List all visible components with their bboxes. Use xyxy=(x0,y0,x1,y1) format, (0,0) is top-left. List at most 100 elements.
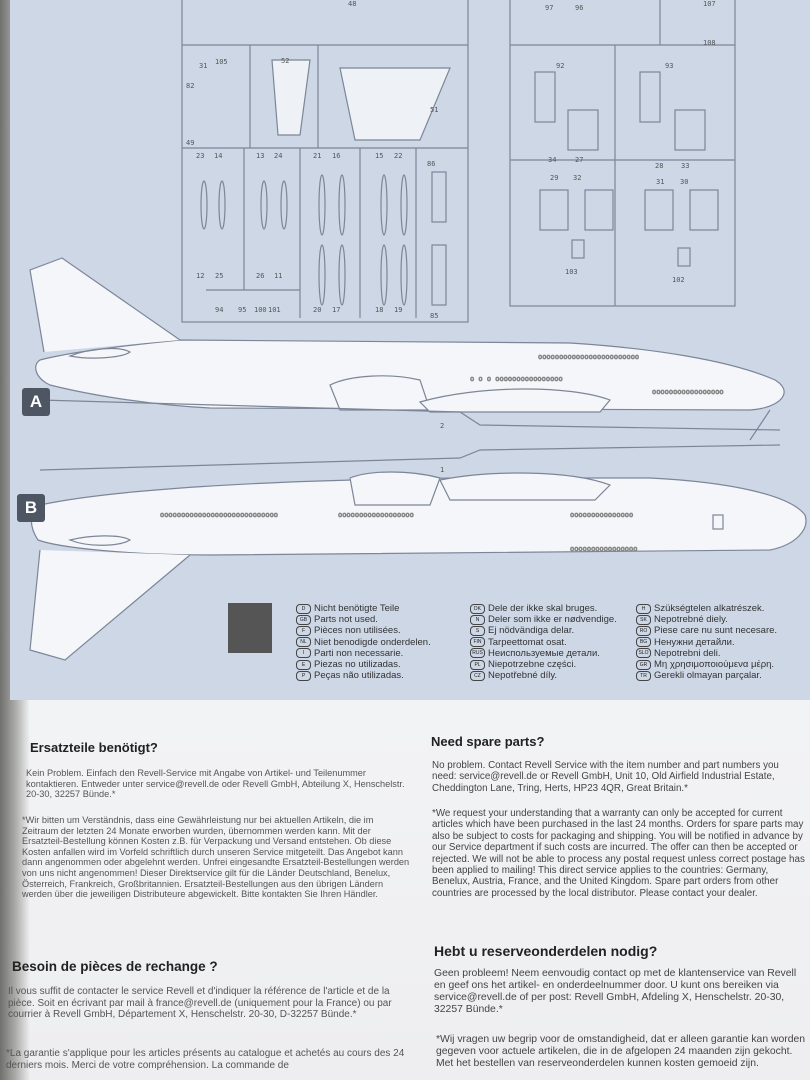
lang-text: Piezas no utilizadas. xyxy=(314,659,401,671)
language-flag-icon: P xyxy=(296,670,311,681)
section-badge-a: A xyxy=(22,388,50,416)
language-flag-icon: NL xyxy=(296,637,311,648)
lang-text: Parts not used. xyxy=(314,614,378,626)
svg-text:14: 14 xyxy=(214,152,222,160)
svg-text:oooooooooooooooooo: oooooooooooooooooo xyxy=(338,511,414,519)
lang-text: Tarpeettomat osat. xyxy=(488,636,567,648)
svg-text:28: 28 xyxy=(655,162,663,170)
language-flag-icon: FIN xyxy=(470,637,485,648)
unused-parts-swatch xyxy=(228,603,272,653)
language-flag-icon: GR xyxy=(636,659,651,670)
svg-text:ooooooooooooooo: ooooooooooooooo xyxy=(570,511,633,519)
spare-parts-text-en-2: *We request your understanding that a wa… xyxy=(432,808,805,899)
svg-text:102: 102 xyxy=(672,276,685,284)
lang-text: Nepotrebni deli. xyxy=(654,647,721,659)
svg-text:30: 30 xyxy=(680,178,688,186)
svg-text:94: 94 xyxy=(215,306,223,314)
lang-text: Gerekli olmayan parçalar. xyxy=(654,670,762,682)
spare-parts-text-fr-2: *La garantie s'applique pour les article… xyxy=(6,1048,405,1071)
lang-text: Dele der ikke skal bruges. xyxy=(488,603,598,614)
language-flag-icon: RO xyxy=(636,626,651,636)
svg-text:23: 23 xyxy=(196,152,204,160)
language-flag-icon: D xyxy=(296,603,311,614)
svg-text:19: 19 xyxy=(394,306,402,314)
lang-text: Nepotřebné díly. xyxy=(488,670,558,682)
language-flag-icon: RUS xyxy=(470,648,485,659)
svg-text:86: 86 xyxy=(427,160,435,168)
language-flag-icon: I xyxy=(296,648,311,659)
svg-text:11: 11 xyxy=(274,272,282,280)
svg-text:1: 1 xyxy=(440,466,444,474)
language-flag-icon: TR xyxy=(636,670,651,681)
svg-text:13: 13 xyxy=(256,152,264,160)
svg-text:108: 108 xyxy=(703,39,716,47)
spare-parts-text-en-1: No problem. Contact Revell Service with … xyxy=(432,760,779,794)
svg-text:100: 100 xyxy=(254,306,267,314)
language-flag-icon: PL xyxy=(470,659,485,670)
svg-text:oooooooooooooooooooooooo: oooooooooooooooooooooooo xyxy=(538,353,639,361)
lang-text: Peças não utilizadas. xyxy=(314,670,404,682)
language-flag-icon: S xyxy=(470,626,485,636)
spare-parts-text-nl-1: Geen probleem! Neem eenvoudig contact op… xyxy=(434,968,797,1015)
lang-text: Ненужни детайли. xyxy=(654,636,735,648)
spare-parts-heading-nl: Hebt u reserveonderdelen nodig? xyxy=(434,943,658,959)
svg-text:25: 25 xyxy=(215,272,223,280)
svg-text:93: 93 xyxy=(665,62,673,70)
svg-text:34: 34 xyxy=(548,156,556,164)
language-flag-icon: BG xyxy=(636,637,651,648)
lang-text: Неиспользуемые детали. xyxy=(488,647,600,659)
svg-text:15: 15 xyxy=(375,152,383,160)
svg-text:21: 21 xyxy=(313,152,321,160)
lang-text: Pièces non utilisées. xyxy=(314,625,401,637)
language-flag-icon: H xyxy=(636,603,651,614)
lang-text: Parti non necessarie. xyxy=(314,647,404,659)
language-flag-icon: SLO xyxy=(636,648,651,659)
svg-text:96: 96 xyxy=(575,4,583,12)
spare-parts-heading-fr: Besoin de pièces de rechange ? xyxy=(12,959,218,974)
language-flag-icon: N xyxy=(470,614,485,625)
svg-text:52: 52 xyxy=(281,57,289,65)
svg-text:31: 31 xyxy=(199,62,207,70)
language-flag-icon: E xyxy=(296,659,311,670)
svg-text:31: 31 xyxy=(656,178,664,186)
svg-text:82: 82 xyxy=(186,82,194,90)
svg-text:26: 26 xyxy=(256,272,264,280)
svg-text:97: 97 xyxy=(545,4,553,12)
svg-text:17: 17 xyxy=(332,306,340,314)
svg-text:32: 32 xyxy=(573,174,581,182)
language-flag-icon: CZ xyxy=(470,670,485,681)
svg-text:oooooooooooooooo: oooooooooooooooo xyxy=(570,545,637,553)
svg-text:oooooooooooooooooooooooooooo: oooooooooooooooooooooooooooo xyxy=(160,511,278,519)
lang-text: Μη χρησιμοποιούμενα μέρη. xyxy=(654,659,775,671)
lang-text: Niepotrzebne części. xyxy=(488,659,577,671)
svg-text:20: 20 xyxy=(313,306,321,314)
lang-text: Ej nödvändiga delar. xyxy=(488,625,575,637)
svg-text:51: 51 xyxy=(430,106,438,114)
svg-text:16: 16 xyxy=(332,152,340,160)
lang-text: Nicht benötigte Teile xyxy=(314,603,400,614)
lang-text: Niet benodigde onderdelen. xyxy=(314,636,431,648)
svg-text:33: 33 xyxy=(681,162,689,170)
svg-text:105: 105 xyxy=(215,58,228,66)
svg-text:27: 27 xyxy=(575,156,583,164)
svg-text:ooooooooooooooooo: ooooooooooooooooo xyxy=(652,388,724,396)
lang-text: Piese care nu sunt necesare. xyxy=(654,625,778,637)
